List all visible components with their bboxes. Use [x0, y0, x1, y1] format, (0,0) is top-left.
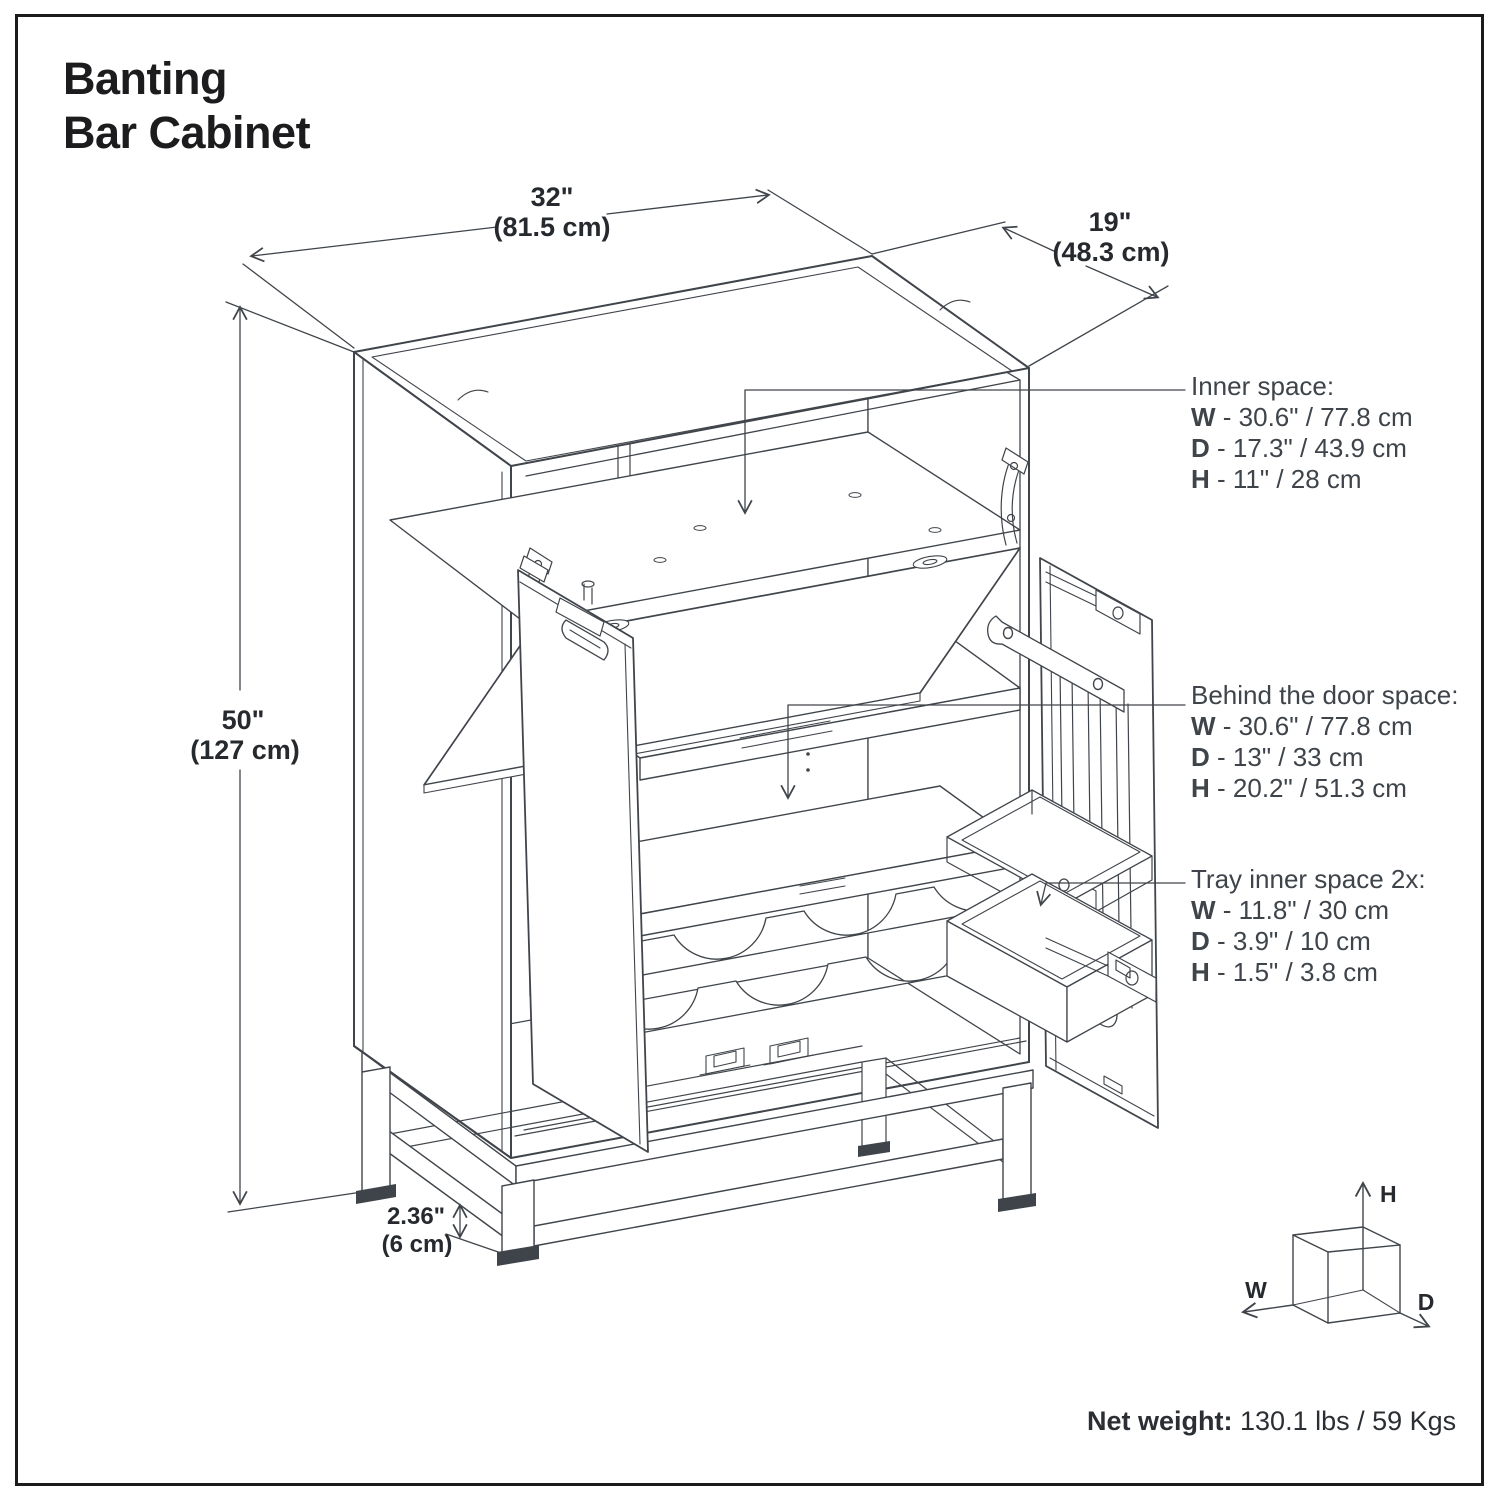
- opening-top-edge: [525, 379, 1021, 477]
- right-door-open: [946, 557, 1159, 1129]
- leader-tray: [1036, 882, 1186, 907]
- annotation-title: Tray inner space 2x:: [1191, 864, 1426, 894]
- axis-h-label: H: [1380, 1181, 1397, 1207]
- leader-inner-space: [737, 389, 1186, 515]
- base-foot: [497, 1245, 539, 1266]
- inner-space-floor: [389, 431, 1021, 623]
- corner-brace-right: [939, 299, 971, 311]
- flip-door-hinge-arm-right: [1000, 447, 1029, 546]
- door-latch: [1103, 1075, 1123, 1095]
- annotation-row: D - 3.9" / 10 cm: [1191, 926, 1371, 956]
- axis-d-label: D: [1418, 1289, 1435, 1315]
- annotation-title: Behind the door space:: [1191, 680, 1459, 710]
- base-foot: [998, 1193, 1036, 1212]
- axis-w-label: W: [1245, 1277, 1267, 1303]
- dimension-width: [249, 188, 771, 263]
- dimension-depth: [1001, 225, 1160, 300]
- base-frame: [356, 1045, 1036, 1266]
- shelf-clips: [699, 1037, 815, 1076]
- corner-brace-left: [457, 389, 489, 401]
- annotation-row: W - 30.6" / 77.8 cm: [1191, 711, 1413, 741]
- leader-lines: [737, 389, 1186, 907]
- annotation-row: H - 11" / 28 cm: [1191, 464, 1362, 494]
- height-cm-label: (127 cm): [190, 735, 300, 765]
- base-leg-front-left: [501, 1179, 535, 1256]
- door-hinge-mid: [1045, 937, 1157, 1003]
- left-door-open: [517, 555, 649, 1153]
- base-inches-label: 2.36": [387, 1203, 445, 1230]
- left-door-handle: [561, 619, 609, 661]
- width-cm-label: (81.5 cm): [493, 212, 610, 242]
- cabinet-drawing: [225, 188, 1431, 1329]
- base-leg-back-left: [361, 1066, 391, 1194]
- base-cm-label: (6 cm): [382, 1231, 453, 1258]
- net-weight: Net weight: 130.1 lbs / 59 Kgs: [1087, 1406, 1456, 1437]
- annotation-inner-space: Inner space: W - 30.6" / 77.8 cm D - 17.…: [1191, 371, 1413, 495]
- annotation-tray: Tray inner space 2x: W - 11.8" / 30 cm D…: [1191, 864, 1426, 988]
- leader-behind-door: [780, 704, 1186, 800]
- flip-door-handle-groove: [739, 720, 833, 749]
- net-weight-value: 130.1 lbs / 59 Kgs: [1240, 1406, 1457, 1436]
- left-door-hinge-top: [519, 555, 605, 637]
- page-title: Banting Bar Cabinet: [63, 52, 311, 160]
- base-foot: [356, 1184, 396, 1204]
- door-hinge-top: [1045, 571, 1141, 635]
- annotation-behind-door: Behind the door space: W - 30.6" / 77.8 …: [1191, 680, 1458, 804]
- width-inches-label: 32": [531, 182, 574, 212]
- title-line2: Bar Cabinet: [63, 107, 311, 158]
- axis-cube-icon: [1240, 1180, 1431, 1329]
- annotation-row: H - 1.5" / 3.8 cm: [1191, 957, 1378, 987]
- title-line1: Banting: [63, 53, 227, 104]
- annotation-row: D - 17.3" / 43.9 cm: [1191, 433, 1407, 463]
- rail-top-bar: [987, 615, 1125, 713]
- annotation-row: W - 30.6" / 77.8 cm: [1191, 402, 1413, 432]
- base-leg-front-right: [1002, 1082, 1032, 1203]
- annotation-row: W - 11.8" / 30 cm: [1191, 895, 1390, 925]
- dimension-labels: 32" (81.5 cm) 19" (48.3 cm) 50" (127 cm)…: [190, 182, 1434, 1315]
- annotation-row: D - 13" / 33 cm: [1191, 742, 1364, 772]
- depth-inches-label: 19": [1089, 207, 1132, 237]
- height-inches-label: 50": [222, 705, 265, 735]
- annotation-row: H - 20.2" / 51.3 cm: [1191, 773, 1407, 803]
- annotation-title: Inner space:: [1191, 371, 1335, 401]
- depth-cm-label: (48.3 cm): [1052, 237, 1169, 267]
- net-weight-label: Net weight:: [1087, 1406, 1233, 1436]
- dimension-lines: [225, 188, 1169, 1255]
